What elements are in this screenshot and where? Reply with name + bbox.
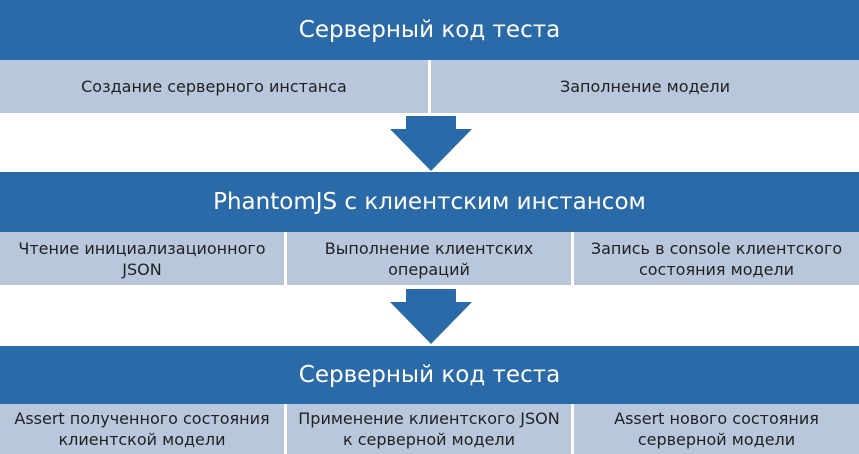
- stage3-step-2: Применение клиентского JSON к серверной …: [287, 404, 571, 454]
- divider: [571, 404, 574, 454]
- stage3-step-3: Assert нового состояния серверной модели: [574, 404, 859, 454]
- stage2-steps: Чтение инициализационного JSON Выполнени…: [0, 232, 859, 285]
- stage3-steps: Assert полученного состояния клиентской …: [0, 404, 859, 454]
- stage3-step-1: Assert полученного состояния клиентской …: [0, 404, 284, 454]
- stage1-step-1: Создание серверного инстанса: [0, 60, 428, 113]
- down-arrow-icon: [390, 289, 472, 344]
- divider: [284, 232, 287, 285]
- stage2-step-2: Выполнение клиентских операций: [287, 232, 571, 285]
- divider: [428, 60, 431, 113]
- stage3-title: Серверный код теста: [298, 362, 561, 388]
- divider: [284, 404, 287, 454]
- stage2-header: PhantomJS с клиентским инстансом: [0, 172, 859, 232]
- stage2-step-3: Запись в console клиентского состояния м…: [574, 232, 859, 285]
- divider: [571, 232, 574, 285]
- stage3-header: Серверный код теста: [0, 346, 859, 404]
- stage2-step-1: Чтение инициализационного JSON: [0, 232, 284, 285]
- stage1-step-2: Заполнение модели: [431, 60, 859, 113]
- stage2-title: PhantomJS с клиентским инстансом: [213, 189, 646, 215]
- stage1-title: Серверный код теста: [298, 17, 561, 43]
- stage1-steps: Создание серверного инстанса Заполнение …: [0, 60, 859, 113]
- down-arrow-icon: [390, 116, 472, 171]
- stage1-header: Серверный код теста: [0, 0, 859, 60]
